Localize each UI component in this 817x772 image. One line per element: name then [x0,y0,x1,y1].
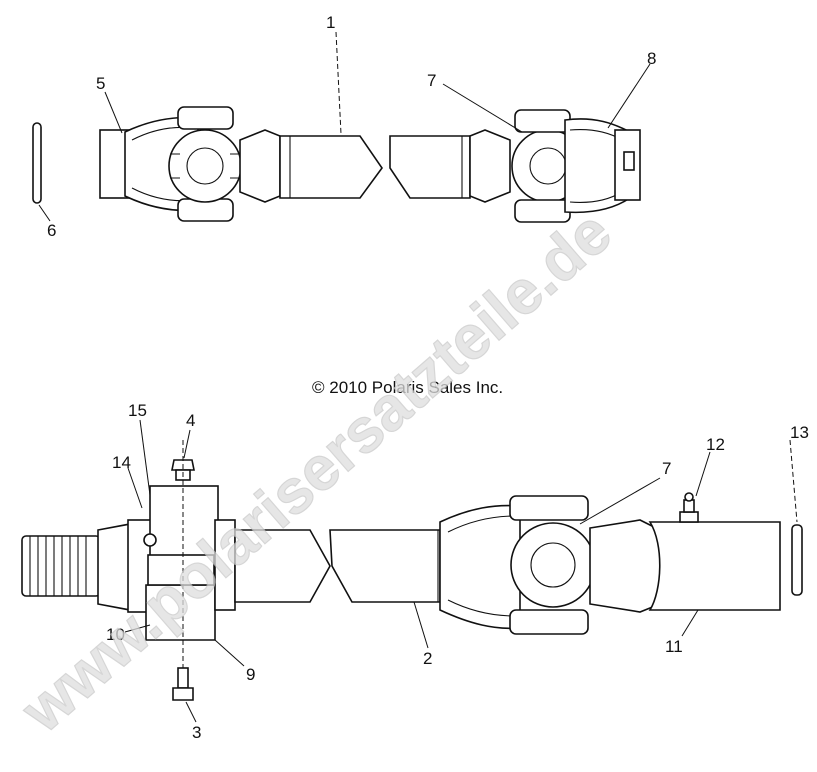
lower-tube-2 [234,529,441,603]
seal-ring-13 [791,524,803,596]
callout-6: 6 [47,221,56,240]
callout-13: 13 [790,423,809,442]
callout-1: 1 [326,13,335,32]
callouts: 1 5 6 7 8 15 4 14 10 9 3 2 7 12 13 11 [47,13,809,742]
copyright-notice: © 2010 Polaris Sales Inc. [312,378,503,397]
upper-tube-1 [279,135,471,199]
leader-lines [38,31,798,723]
lower-yoke [439,495,589,635]
callout-14: 14 [112,453,131,472]
lower-cross-bearing-7 [510,522,596,608]
lower-driveshaft-assembly [21,440,803,701]
callout-15: 15 [128,401,147,420]
callout-4: 4 [186,411,195,430]
callout-11: 11 [665,637,683,656]
callout-9: 9 [246,665,255,684]
callout-10: 10 [106,625,125,644]
left-cross-bearing [168,129,242,203]
callout-2: 2 [423,649,432,668]
grease-fitting-12 [679,492,699,523]
right-yoke-8 [564,118,641,214]
bolt-3 [172,667,194,701]
clamp-yoke [127,485,236,641]
pin-6 [32,122,42,204]
upper-driveshaft-assembly [32,106,641,223]
splined-stub [21,523,131,611]
watermark: www.polarisersatzteile.de [8,198,624,747]
callout-3: 3 [192,723,201,742]
callout-5: 5 [96,74,105,93]
callout-12: 12 [706,435,725,454]
callout-7-upper: 7 [427,71,436,90]
callout-7-lower: 7 [662,459,671,478]
callout-8: 8 [647,49,656,68]
slip-yoke-11 [589,519,781,613]
